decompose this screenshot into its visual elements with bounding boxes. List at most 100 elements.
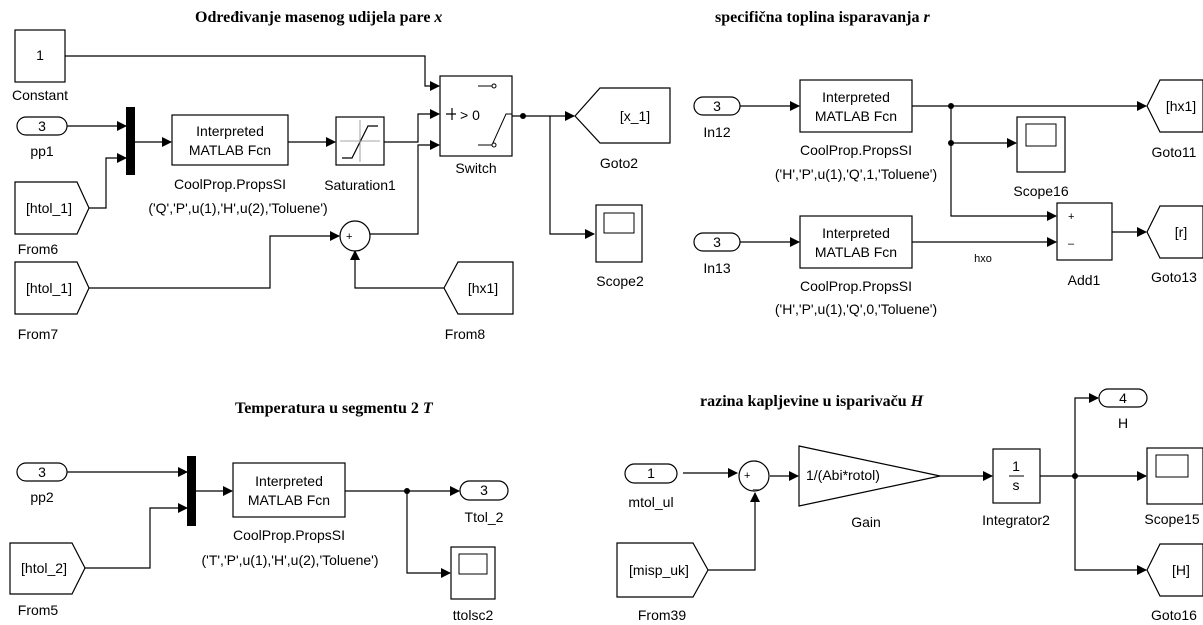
integrator-den: s [1013, 477, 1020, 493]
junction-dot [520, 113, 526, 119]
goto2-block[interactable] [574, 87, 671, 144]
scope15-label: Scope15 [1144, 511, 1199, 527]
wire-integrator-outH [1074, 393, 1099, 476]
fcn3-name: CoolProp.PropsSI [800, 278, 912, 294]
mtol-value: 1 [647, 465, 655, 481]
scope-screen-icon [1025, 123, 1057, 147]
wire-from39-sum [708, 492, 760, 571]
ttol2-outport[interactable] [459, 480, 509, 501]
mux-bar[interactable] [126, 107, 135, 175]
hxo-signal-label: hxo [974, 253, 992, 265]
junction-dot [1072, 473, 1078, 479]
sum-block[interactable] [738, 460, 770, 492]
interpreted-fcn-block[interactable] [232, 462, 346, 518]
in12-inport[interactable] [693, 96, 741, 116]
from6-label: From6 [18, 241, 59, 257]
pp2-value: 3 [38, 464, 46, 480]
sum-block[interactable] [339, 220, 371, 252]
fcn2-line1: Interpreted [822, 89, 890, 105]
from39-label: From39 [638, 607, 686, 623]
switch-condition: > 0 [460, 107, 480, 123]
in12-value: 3 [713, 98, 721, 114]
ttol2-value: 3 [480, 482, 488, 498]
goto16-block[interactable] [1146, 543, 1203, 597]
goto16-label: Goto16 [1151, 607, 1197, 623]
section-title-mass-fraction: Određivanje masenog udijela pare x [195, 9, 442, 26]
in13-label: In13 [703, 260, 730, 276]
wire-saturation-switch [384, 109, 440, 143]
goto13-tag: [r] [1175, 224, 1187, 240]
goto16-tag: [H] [1172, 562, 1190, 578]
switch-contact-icon [478, 85, 512, 146]
scope-screen-icon [603, 212, 635, 234]
mtol-inport[interactable] [624, 463, 678, 484]
from5-block[interactable] [9, 542, 86, 595]
section-title-temperature: Temperatura u segmentu 2 T [235, 400, 434, 417]
from5-label: From5 [18, 602, 59, 618]
scope2-label: Scope2 [596, 273, 644, 289]
add1-label: Add1 [1068, 272, 1101, 288]
from8-block[interactable] [443, 261, 514, 315]
from39-block[interactable] [616, 542, 709, 598]
fcn4-line1: Interpreted [255, 473, 323, 489]
goto13-block[interactable] [1146, 205, 1203, 259]
constant-block[interactable] [14, 29, 66, 83]
interpreted-fcn-block[interactable] [799, 215, 913, 269]
fcn4-expr: ('T','P',u(1),'H',u(2),'Toluene') [202, 552, 379, 568]
outH-value: 4 [1119, 390, 1127, 406]
switch-contact-b-icon [491, 142, 497, 148]
fcn3-expr: ('H','P',u(1),'Q',0,'Toluene') [775, 301, 937, 317]
mux-bar[interactable] [187, 456, 196, 526]
outH-label: H [1118, 415, 1128, 431]
pp1-label: pp1 [30, 143, 54, 159]
outH-outport[interactable] [1098, 388, 1148, 408]
from8-label: From8 [445, 326, 486, 342]
wire-from7-sum [89, 231, 340, 289]
fcn1-line1: Interpreted [196, 123, 264, 139]
wire-integrator-goto16 [1074, 476, 1147, 575]
fcn1-expr: ('Q','P',u(1),'H',u(2),'Toluene') [148, 200, 327, 216]
pp1-inport[interactable] [16, 116, 68, 136]
integrator-label: Integrator2 [982, 512, 1050, 528]
fcn1-line2: MATLAB Fcn [189, 142, 271, 158]
ttol2-label: Ttol_2 [465, 509, 504, 525]
in13-value: 3 [713, 234, 721, 250]
interpreted-fcn-block[interactable] [799, 79, 913, 133]
pp2-inport[interactable] [16, 462, 68, 482]
goto2-tag: [x_1] [620, 108, 650, 124]
scope-screen-icon [458, 553, 488, 575]
add1-block[interactable] [1056, 202, 1113, 261]
add1-plus: + [1068, 211, 1074, 223]
fcn2-expr: ('H','P',u(1),'Q',1,'Toluene') [775, 166, 937, 182]
from8-tag: [hx1] [468, 280, 498, 296]
from39-tag: [misp_uk] [629, 562, 689, 578]
switch-contact-a-icon [491, 83, 497, 89]
from6-tag: [htol_1] [26, 200, 72, 216]
from7-label: From7 [18, 326, 59, 342]
junction-dot [948, 103, 954, 109]
interpreted-fcn-block[interactable] [171, 114, 289, 166]
wire-fcn4-scope [406, 491, 451, 578]
sum-plus: + [744, 470, 750, 482]
saturation-label: Saturation1 [324, 177, 396, 193]
goto11-block[interactable] [1146, 79, 1203, 133]
from6-block[interactable] [14, 181, 90, 235]
wire-sum-switch [370, 140, 440, 235]
fcn2-name: CoolProp.PropsSI [800, 142, 912, 158]
scope16-label: Scope16 [1013, 183, 1068, 199]
scope-screen-icon [1155, 454, 1189, 478]
section-title-evaporation-heat: specifična toplina isparavanja r [715, 9, 930, 26]
in12-label: In12 [703, 124, 730, 140]
sum-minus: _ [353, 240, 361, 252]
section-title-liquid-level: razina kapljevine u isparivaču H [700, 393, 924, 410]
in13-inport[interactable] [693, 232, 741, 252]
pp2-label: pp2 [30, 489, 54, 505]
wire-switch-scope2 [549, 116, 595, 239]
sum-minus: _ [752, 479, 760, 491]
goto11-tag: [hx1] [1166, 98, 1196, 114]
gain-block[interactable] [798, 445, 941, 507]
from7-block[interactable] [14, 261, 90, 315]
wire-from5-mux [85, 503, 188, 569]
wire-fcn2-scope16 [950, 106, 1017, 148]
